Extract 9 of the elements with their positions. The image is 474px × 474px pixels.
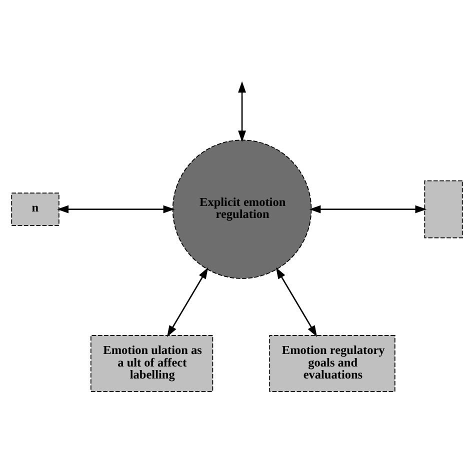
- node-box: Emotion regulatory goals and evaluations: [269, 335, 396, 392]
- node-box: Emotion ulation as a ult of affect labelling: [90, 335, 214, 392]
- arrow: [309, 205, 427, 214]
- arrow: [57, 205, 175, 214]
- node-box: n: [11, 192, 60, 226]
- arrow: [276, 267, 318, 337]
- node-box: [424, 180, 463, 238]
- arrow: [238, 81, 246, 142]
- arrow: [166, 267, 208, 337]
